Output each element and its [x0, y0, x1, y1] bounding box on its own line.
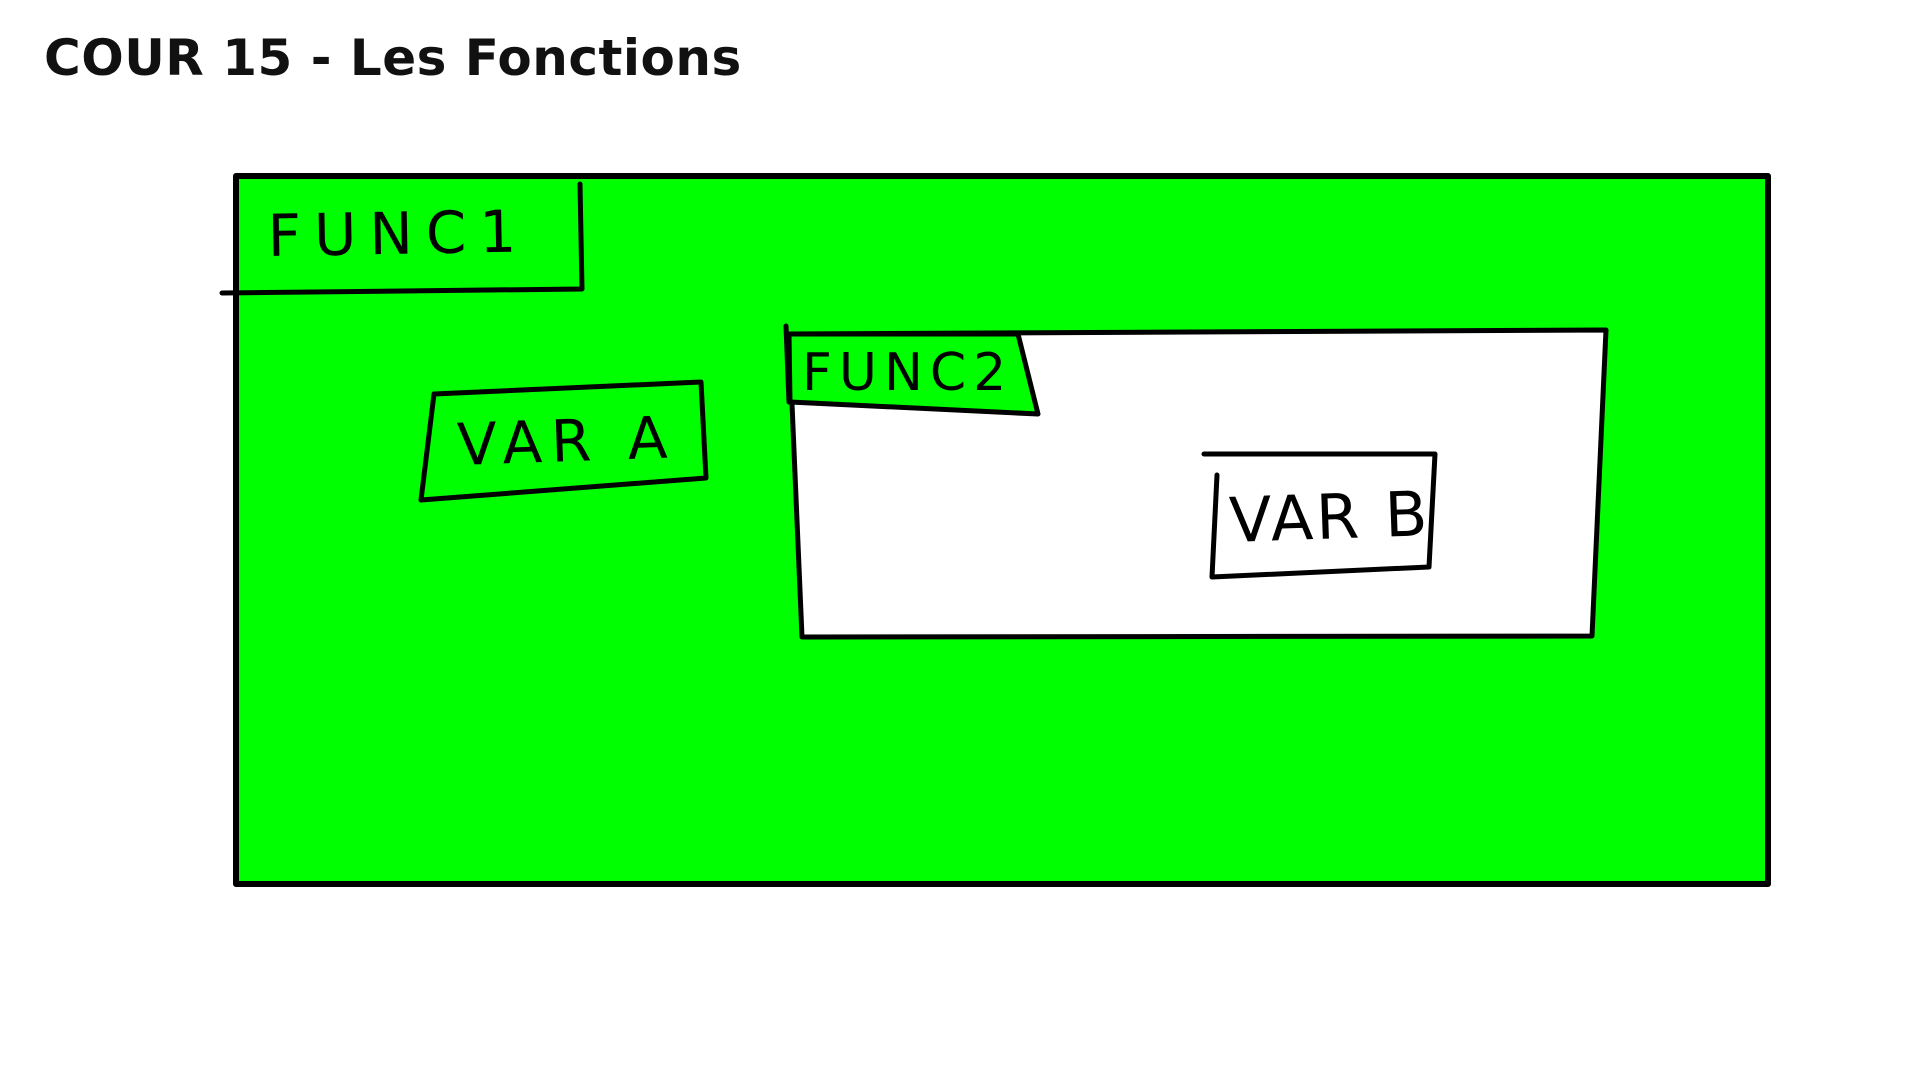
var-a-box-shape	[418, 379, 709, 503]
var-a-box: VAR A	[418, 379, 709, 503]
func2-label-tab: FUNC2	[783, 323, 1041, 417]
func1-label: FUNC1	[267, 197, 530, 270]
func1-label-border	[219, 181, 585, 296]
func1-label-tab: FUNC1	[219, 181, 585, 296]
var-b-label: VAR B	[1228, 477, 1432, 557]
func2-label-tick	[783, 323, 792, 405]
var-b-box: VAR B	[1201, 451, 1438, 580]
func2-label: FUNC2	[802, 343, 1013, 403]
var-b-box-shape	[1201, 451, 1438, 580]
var-a-label: VAR A	[456, 403, 677, 479]
page-title: COUR 15 - Les Fonctions	[44, 29, 742, 87]
